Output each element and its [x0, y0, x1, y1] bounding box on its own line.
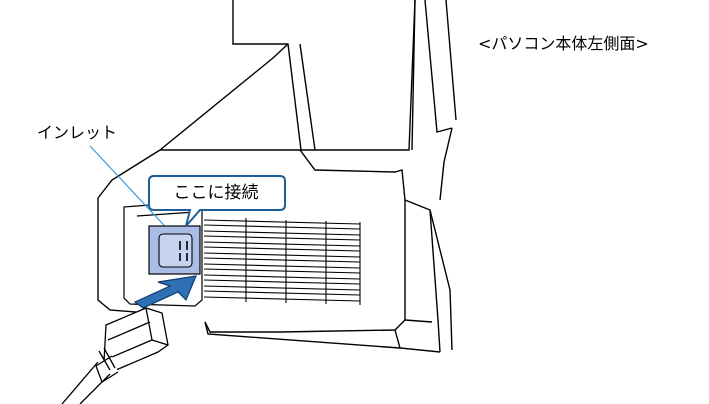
vent-dividers	[245, 218, 361, 305]
vent-grille	[203, 218, 361, 305]
view-caption: <パソコン本体左側面>	[478, 34, 649, 53]
inlet-leader-line	[89, 145, 177, 239]
callout-bubble	[148, 175, 286, 227]
inlet-label: インレット	[37, 123, 118, 142]
callout-text: ここに接続	[173, 183, 259, 203]
insert-arrow-icon	[133, 275, 197, 309]
power-plug-icon	[95, 307, 169, 383]
power-inlet-icon	[148, 225, 201, 275]
monitor-body	[159, 0, 457, 201]
pc-base	[97, 149, 453, 353]
vent-slats	[203, 219, 361, 302]
power-cord	[61, 361, 111, 404]
